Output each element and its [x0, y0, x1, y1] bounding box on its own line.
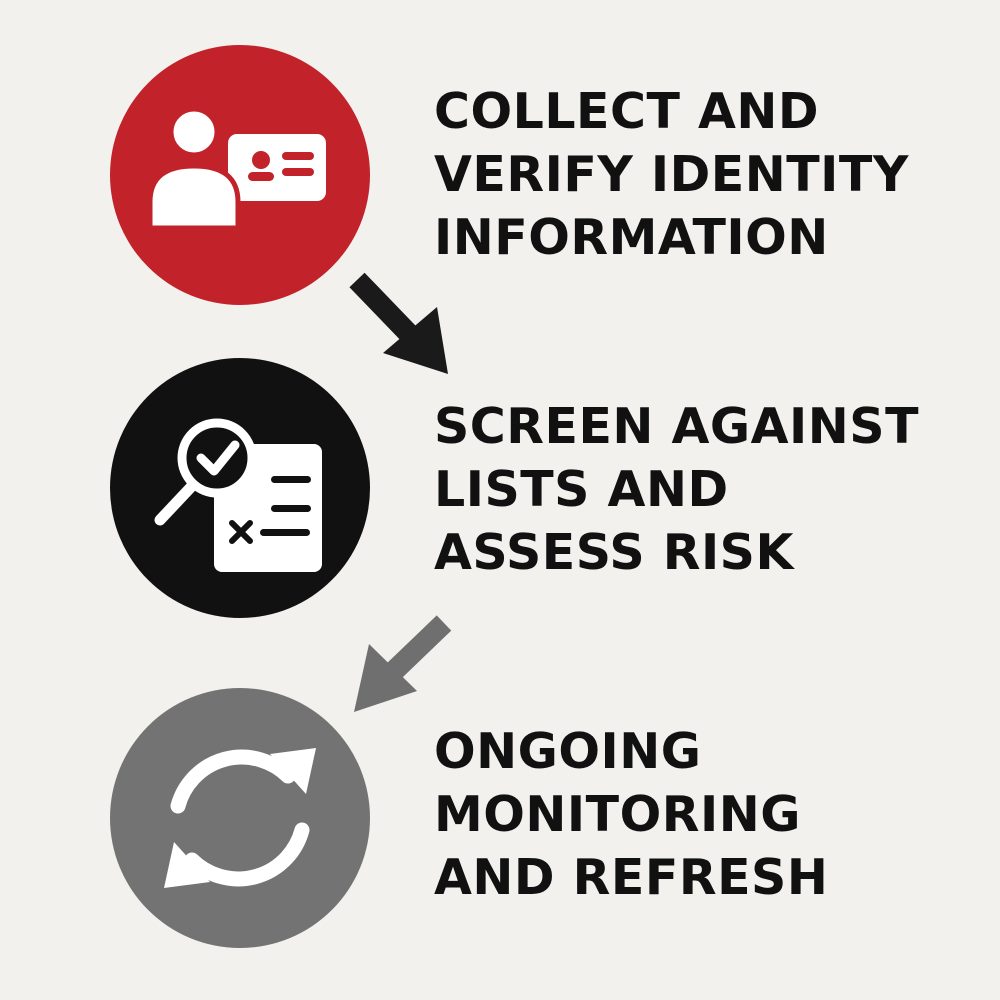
step-3-circle: [110, 688, 370, 948]
arrow-step1-to-step2: [349, 272, 448, 374]
step-3-line-1: ONGOING: [434, 723, 702, 780]
step-2-circle: [110, 358, 370, 618]
step-1-line-1: COLLECT AND: [434, 83, 820, 140]
refresh-cycle-icon: [164, 748, 316, 888]
step-2-line-1: SCREEN AGAINST: [434, 398, 920, 455]
step-2-line-2: LISTS AND: [434, 461, 729, 518]
magnifier-check-document-icon: [154, 418, 322, 572]
id-card-person-icon: [147, 106, 326, 231]
step-2-text: SCREEN AGAINST LISTS AND ASSESS RISK: [434, 395, 954, 584]
step-1-text: COLLECT AND VERIFY IDENTITY INFORMATION: [434, 80, 954, 269]
step-1-line-3: INFORMATION: [434, 209, 829, 266]
step-1-line-2: VERIFY IDENTITY: [434, 146, 909, 203]
step-1-circle: [110, 45, 370, 305]
step-3-line-2: MONITORING: [434, 786, 801, 843]
step-2-line-3: ASSESS RISK: [434, 524, 794, 581]
step-3-line-3: AND REFRESH: [434, 849, 829, 906]
step-3-text: ONGOING MONITORING AND REFRESH: [434, 720, 954, 909]
